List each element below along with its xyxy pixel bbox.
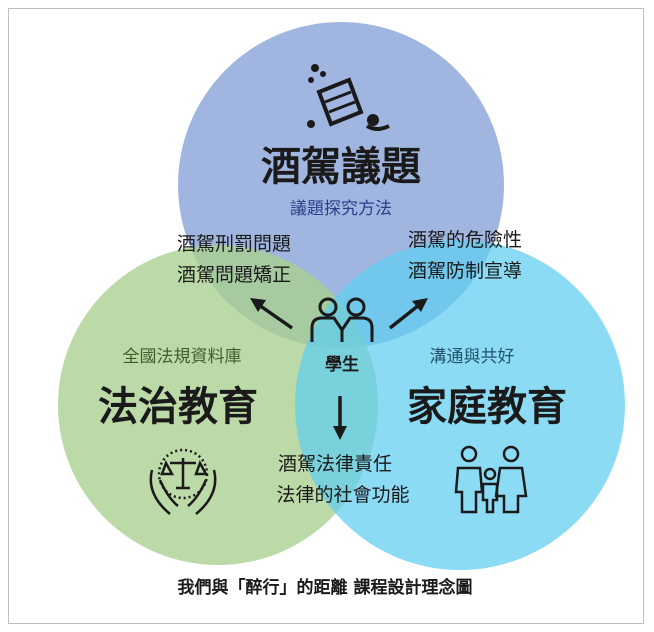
overlap-bottom-line-2: 法律的社會功能: [276, 484, 409, 506]
overlap-top-left-line-1: 酒駕刑罰問題: [177, 233, 291, 255]
arrow-up-right: [388, 298, 428, 330]
arrow-up-left: [250, 298, 294, 330]
students-icon: [310, 297, 374, 342]
diagram-caption: 我們與「醉行」的距離 課程設計理念圖: [178, 577, 473, 598]
left-circle: [58, 245, 378, 565]
overlap-top-left-line-2: 酒駕問題矯正: [177, 264, 291, 286]
top-circle-title: 酒駕議題: [261, 144, 421, 190]
family-icon: [454, 445, 528, 514]
top-circle-subtitle: 議題探究方法: [290, 199, 392, 219]
center-label: 學生: [325, 354, 359, 375]
arrow-down: [333, 396, 347, 440]
overlap-top-right-line-1: 酒駕的危險性: [408, 229, 522, 251]
justice-scale-hands-icon: [149, 448, 217, 515]
overlap-bottom-line-1: 酒駕法律責任: [278, 453, 392, 475]
right-circle-title: 家庭教育: [407, 384, 567, 430]
right-circle: [295, 240, 625, 570]
overlap-top-right-line-2: 酒駕防制宣導: [408, 260, 522, 282]
right-circle-subtitle: 溝通與共好: [430, 347, 515, 367]
left-circle-title: 法治教育: [98, 384, 258, 430]
left-circle-subtitle: 全國法規資料庫: [123, 347, 242, 367]
drunk-driving-crash-icon: [307, 64, 390, 131]
